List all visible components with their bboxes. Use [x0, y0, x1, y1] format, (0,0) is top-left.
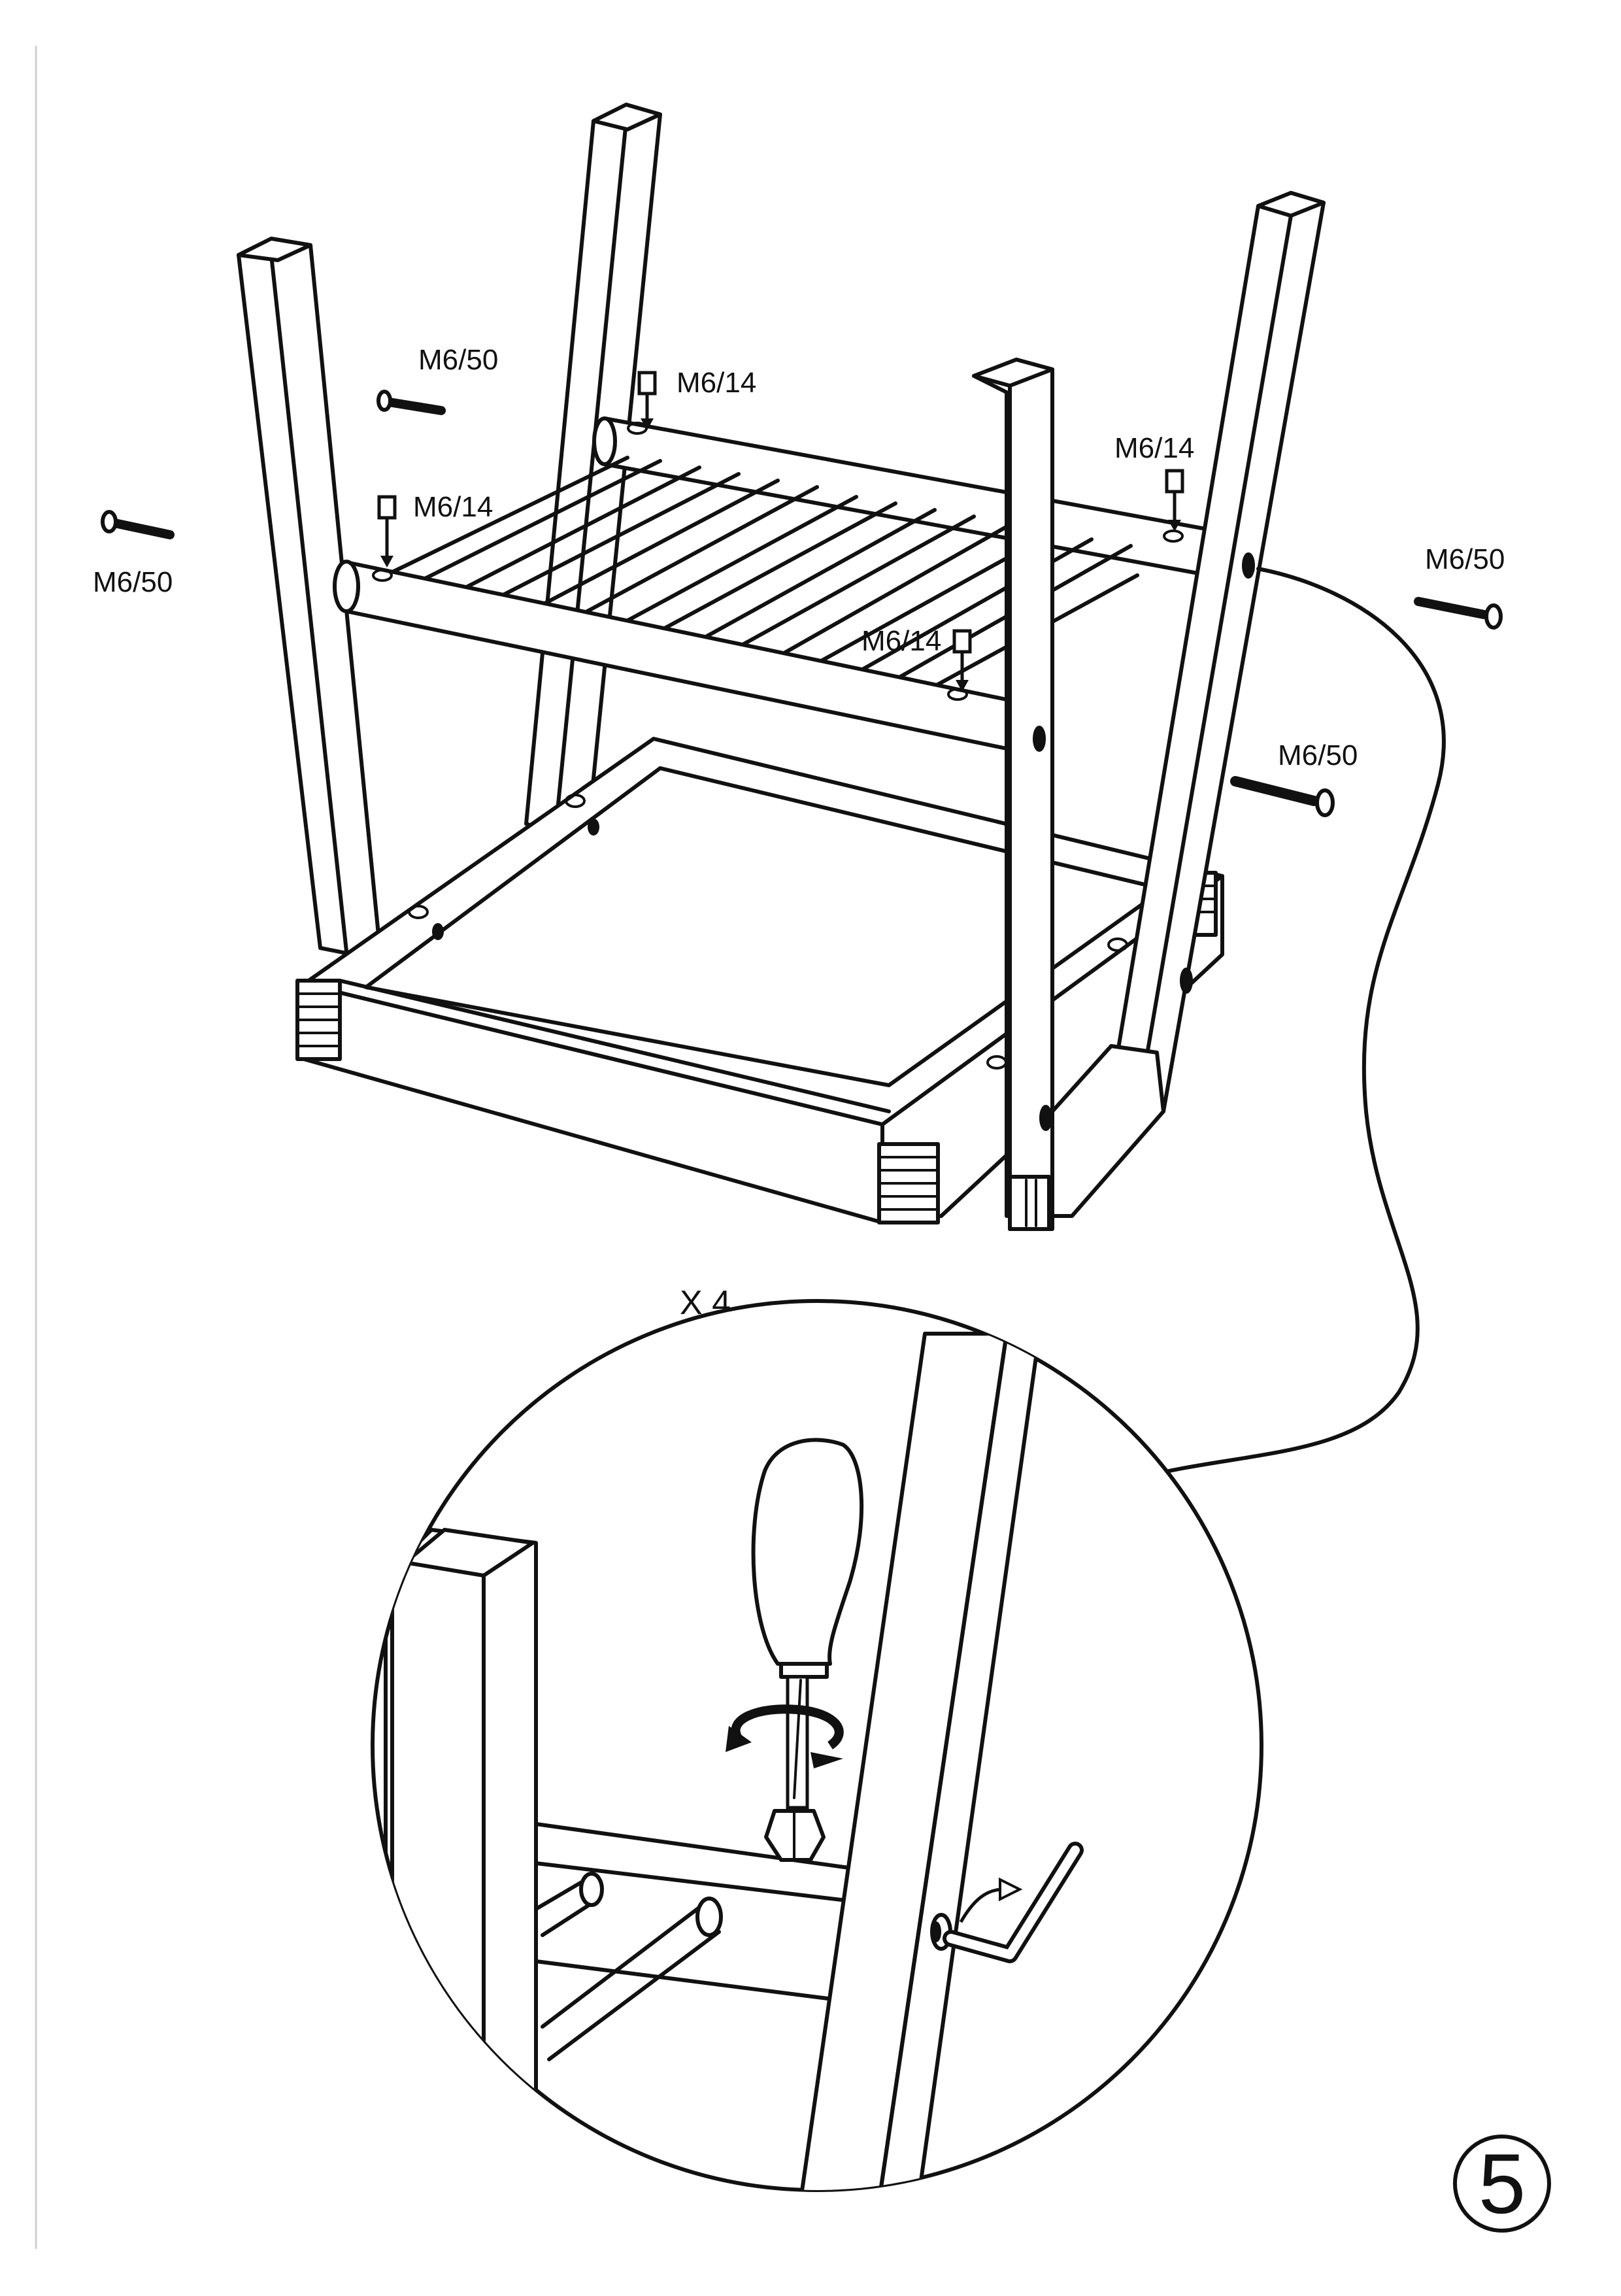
step-number: 5: [1479, 2136, 1526, 2231]
bolt-m650-right-lower: M6/50: [1230, 739, 1358, 817]
nut-m614-c: M6/14: [1114, 432, 1194, 532]
nut-label-d: M6/14: [861, 625, 941, 657]
detail-zoom-circle: [371, 1299, 1263, 2192]
stool-assembly: [237, 103, 1326, 1231]
seat-frame: [295, 737, 1224, 1224]
bolt-m650-left: M6/50: [93, 510, 175, 598]
front-left-leg: [972, 358, 1054, 1231]
bolt-label-right: M6/50: [1425, 543, 1505, 575]
step-number-badge: 5: [1453, 2135, 1551, 2233]
allen-key-icon: [943, 1842, 1084, 1963]
bolt-label-left: M6/50: [93, 566, 173, 598]
screwdriver-icon: [751, 1438, 864, 1862]
nut-label-c: M6/14: [1114, 432, 1194, 464]
finger-joint-front: [877, 1142, 940, 1224]
bolt-label-right-lower: M6/50: [1278, 739, 1358, 771]
nut-m614-a: M6/14: [637, 367, 756, 430]
nut-m614-b: M6/14: [377, 491, 493, 567]
callout-connector-line: [1139, 567, 1446, 1479]
top-stretcher-rungs: [333, 416, 1211, 751]
front-right-leg: [1050, 191, 1326, 1218]
bolt-m650-right: M6/50: [1414, 543, 1505, 630]
rotate-arrow-icon: [726, 1704, 844, 1768]
nut-m614-d: M6/14: [861, 625, 972, 692]
bolt-m650-upper-left: M6/50: [376, 344, 498, 415]
nut-label-a: M6/14: [677, 367, 756, 399]
nut-label-b: M6/14: [413, 491, 493, 523]
bolt-label-upper-left: M6/50: [418, 344, 498, 376]
finger-joint-left: [295, 979, 342, 1061]
